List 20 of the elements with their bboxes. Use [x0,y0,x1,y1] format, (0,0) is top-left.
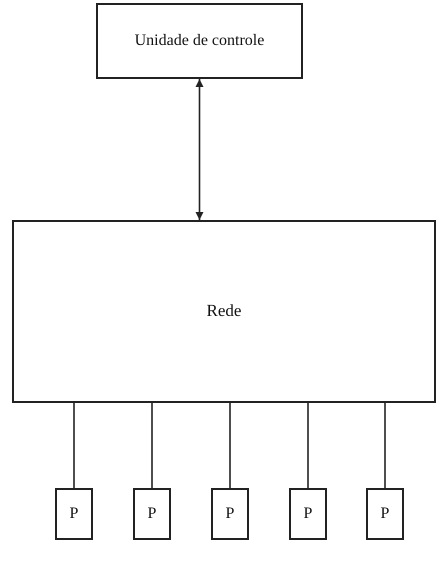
box-label: P [226,504,234,524]
connector-line [151,403,153,488]
process-box [366,488,404,540]
process-box [133,488,171,540]
box-label: Rede [206,300,242,322]
process-box [289,488,327,540]
connector-line [307,403,309,488]
box-label: P [148,504,156,524]
process-box [55,488,93,540]
box-label: Unidade de controle [134,31,264,52]
box-label: P [70,504,78,524]
box-label: P [304,504,312,524]
box-label: P [380,504,390,524]
process-box [12,220,436,403]
process-box [211,488,249,540]
connector-line [384,403,386,488]
connector-line [73,403,75,488]
arrow [196,79,204,220]
connector-line [229,403,231,488]
process-box [96,3,303,79]
